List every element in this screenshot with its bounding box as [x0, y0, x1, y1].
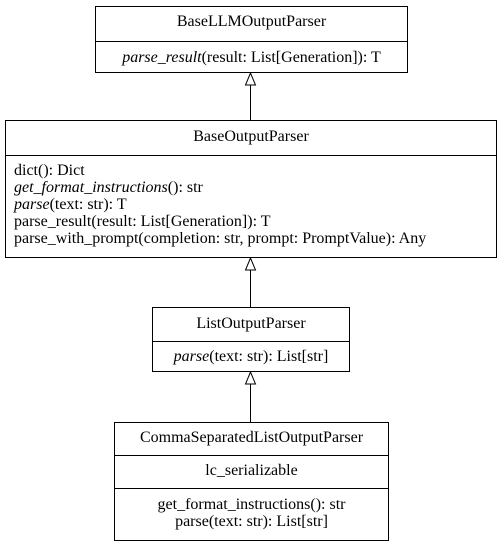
method-signature: (text: str): List[str] — [208, 513, 328, 530]
method-name: parse_result — [14, 213, 92, 230]
method-signature: (): Dict — [38, 162, 85, 179]
method-signature: (result: List[Generation]): T — [91, 213, 271, 230]
method-signature: (result: List[Generation]): T — [201, 49, 381, 66]
class-name: BaseOutputParser — [193, 128, 309, 145]
method-row: parse_result(result: List[Generation]): … — [122, 49, 381, 66]
method-row: parse_result(result: List[Generation]): … — [14, 213, 496, 230]
class-name: CommaSeparatedListOutputParser — [139, 429, 364, 446]
method-name: parse — [14, 196, 50, 213]
methods-section: get_format_instructions(): str parse(tex… — [115, 488, 388, 541]
method-signature: (): str — [310, 496, 346, 513]
method-row: parse(text: str): List[str] — [115, 513, 388, 530]
class-name: BaseLLMOutputParser — [176, 13, 327, 30]
method-row: parse(text: str): T — [14, 196, 496, 213]
method-row: get_format_instructions(): str — [115, 496, 388, 513]
method-name: parse — [173, 348, 210, 365]
method-name: parse_with_prompt — [14, 230, 139, 247]
class-name: ListOutputParser — [196, 315, 306, 332]
attribute-row: lc_serializable — [205, 462, 298, 479]
inheritance-arrowhead — [244, 71, 257, 86]
methods-section: parse_result(result: List[Generation]): … — [96, 41, 407, 73]
attributes-section: lc_serializable — [115, 455, 388, 488]
method-name: get_format_instructions — [14, 179, 168, 196]
class-comma-separated-list-output-parser: CommaSeparatedListOutputParser lc_serial… — [114, 422, 389, 541]
method-row: parse_with_prompt(completion: str, promp… — [14, 230, 496, 247]
inheritance-arrowhead — [244, 256, 257, 271]
method-signature: (text: str): List[str] — [209, 348, 329, 365]
method-name: dict — [14, 162, 38, 179]
method-signature: (): str — [167, 179, 203, 196]
method-name: parse — [175, 513, 209, 530]
method-row: get_format_instructions(): str — [14, 179, 496, 196]
class-list-output-parser: ListOutputParser parse(text: str): List[… — [152, 307, 350, 372]
class-base-output-parser: BaseOutputParser dict(): Dict get_format… — [5, 120, 497, 258]
method-row: parse(text: str): List[str] — [174, 348, 329, 365]
methods-section: dict(): Dict get_format_instructions(): … — [6, 155, 496, 258]
method-signature: (completion: str, prompt: PromptValue): … — [138, 230, 427, 247]
method-name: get_format_instructions — [157, 496, 311, 513]
inheritance-arrowhead — [244, 370, 257, 385]
method-signature: (text: str): T — [49, 196, 127, 213]
method-name: parse_result — [122, 49, 202, 66]
class-base-llm-output-parser: BaseLLMOutputParser parse_result(result:… — [95, 6, 408, 73]
methods-section: parse(text: str): List[str] — [153, 341, 349, 372]
method-row: dict(): Dict — [14, 162, 496, 179]
